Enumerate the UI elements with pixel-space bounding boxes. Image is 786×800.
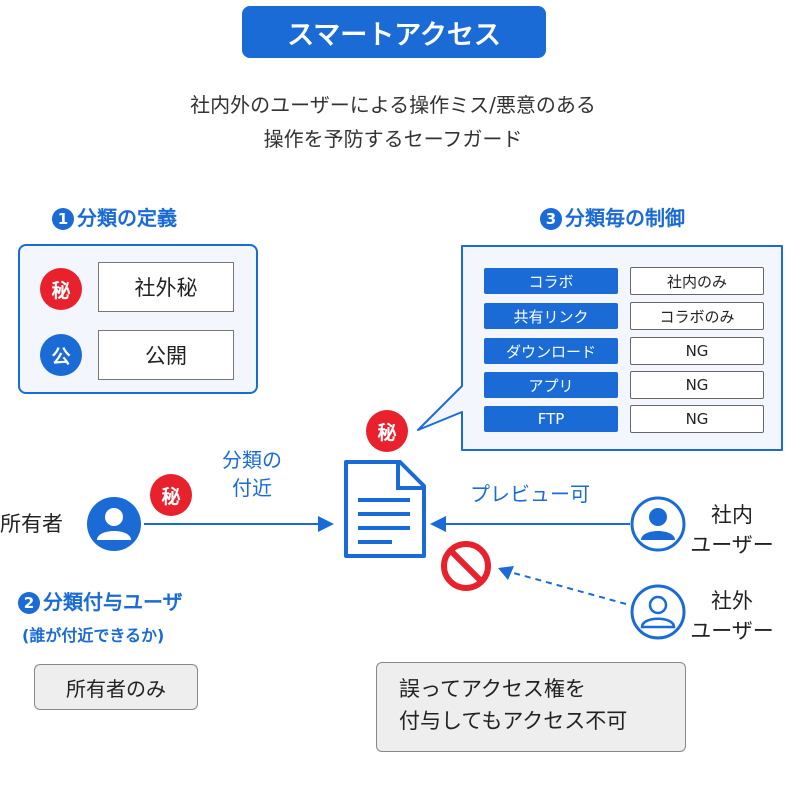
section-1-number: 1 xyxy=(52,208,74,230)
section-3-number: 3 xyxy=(540,208,562,230)
section-2-note: (誰が付近できるか) xyxy=(22,626,165,645)
blocked-arrow-icon xyxy=(498,566,627,605)
control-item-ftp: FTP xyxy=(484,406,618,432)
subtitle-line-1: 社内外のユーザーによる操作ミス/悪意のある xyxy=(190,93,596,117)
warning-box: 誤ってアクセス権を 付与してもアクセス不可 xyxy=(376,662,686,752)
assign-label-line-1: 分類の xyxy=(222,448,282,472)
external-user-label-line-1: 社外 xyxy=(711,589,753,613)
control-value-ftp: NG xyxy=(630,405,764,433)
section-3-label: 分類毎の制御 xyxy=(565,206,685,230)
preview-label: プレビュー可 xyxy=(470,482,590,506)
owner-label: 所有者 xyxy=(0,512,63,536)
control-value-app: NG xyxy=(630,371,764,399)
classification-public-label: 公開 xyxy=(98,330,234,380)
warning-line-2: 付与してもアクセス不可 xyxy=(399,709,628,733)
control-value-download: NG xyxy=(630,337,764,365)
control-item-app: アプリ xyxy=(484,372,618,398)
external-user-label-line-2: ユーザー xyxy=(690,619,774,643)
control-value-collab: 社内のみ xyxy=(630,267,764,295)
control-item-collab: コラボ xyxy=(484,268,618,294)
preview-arrow-icon xyxy=(430,516,630,532)
prohibited-icon xyxy=(441,541,491,591)
owner-only-label: 所有者のみ xyxy=(66,676,166,701)
control-item-download: ダウンロード xyxy=(484,338,618,364)
control-item-share-link: 共有リンク xyxy=(484,303,618,329)
document-secret-badge-icon: 秘 xyxy=(366,410,408,452)
section-1-label: 分類の定義 xyxy=(77,206,177,230)
warning-line-1: 誤ってアクセス権を xyxy=(399,677,586,701)
title-text: スマートアクセス xyxy=(287,19,501,51)
owner-only-box: 所有者のみ xyxy=(34,664,198,710)
assign-arrow-icon xyxy=(144,516,334,532)
control-value-share-link: コラボのみ xyxy=(630,302,764,330)
section-2-number: 2 xyxy=(18,592,40,614)
external-user-icon xyxy=(630,584,686,640)
section-2-label: 分類付与ユーザ xyxy=(43,590,183,614)
document-icon xyxy=(344,460,426,558)
secret-badge-icon: 秘 xyxy=(40,268,82,310)
assign-label-line-2: 付近 xyxy=(232,476,272,500)
classification-secret-label: 社外秘 xyxy=(98,262,234,312)
external-user-label: 社外 ユーザー xyxy=(684,586,780,646)
owner-user-icon xyxy=(87,497,141,551)
internal-user-label-line-1: 社内 xyxy=(711,503,753,527)
internal-user-label-line-2: ユーザー xyxy=(690,533,774,557)
owner-secret-badge-icon: 秘 xyxy=(150,474,192,516)
title-banner: スマートアクセス xyxy=(242,6,546,58)
internal-user-icon xyxy=(630,496,686,552)
assign-label: 分類の 付近 xyxy=(212,446,292,502)
subtitle-line-2: 操作を予防するセーフガード xyxy=(263,127,523,151)
internal-user-label: 社内 ユーザー xyxy=(684,500,780,560)
public-badge-icon: 公 xyxy=(40,334,82,376)
